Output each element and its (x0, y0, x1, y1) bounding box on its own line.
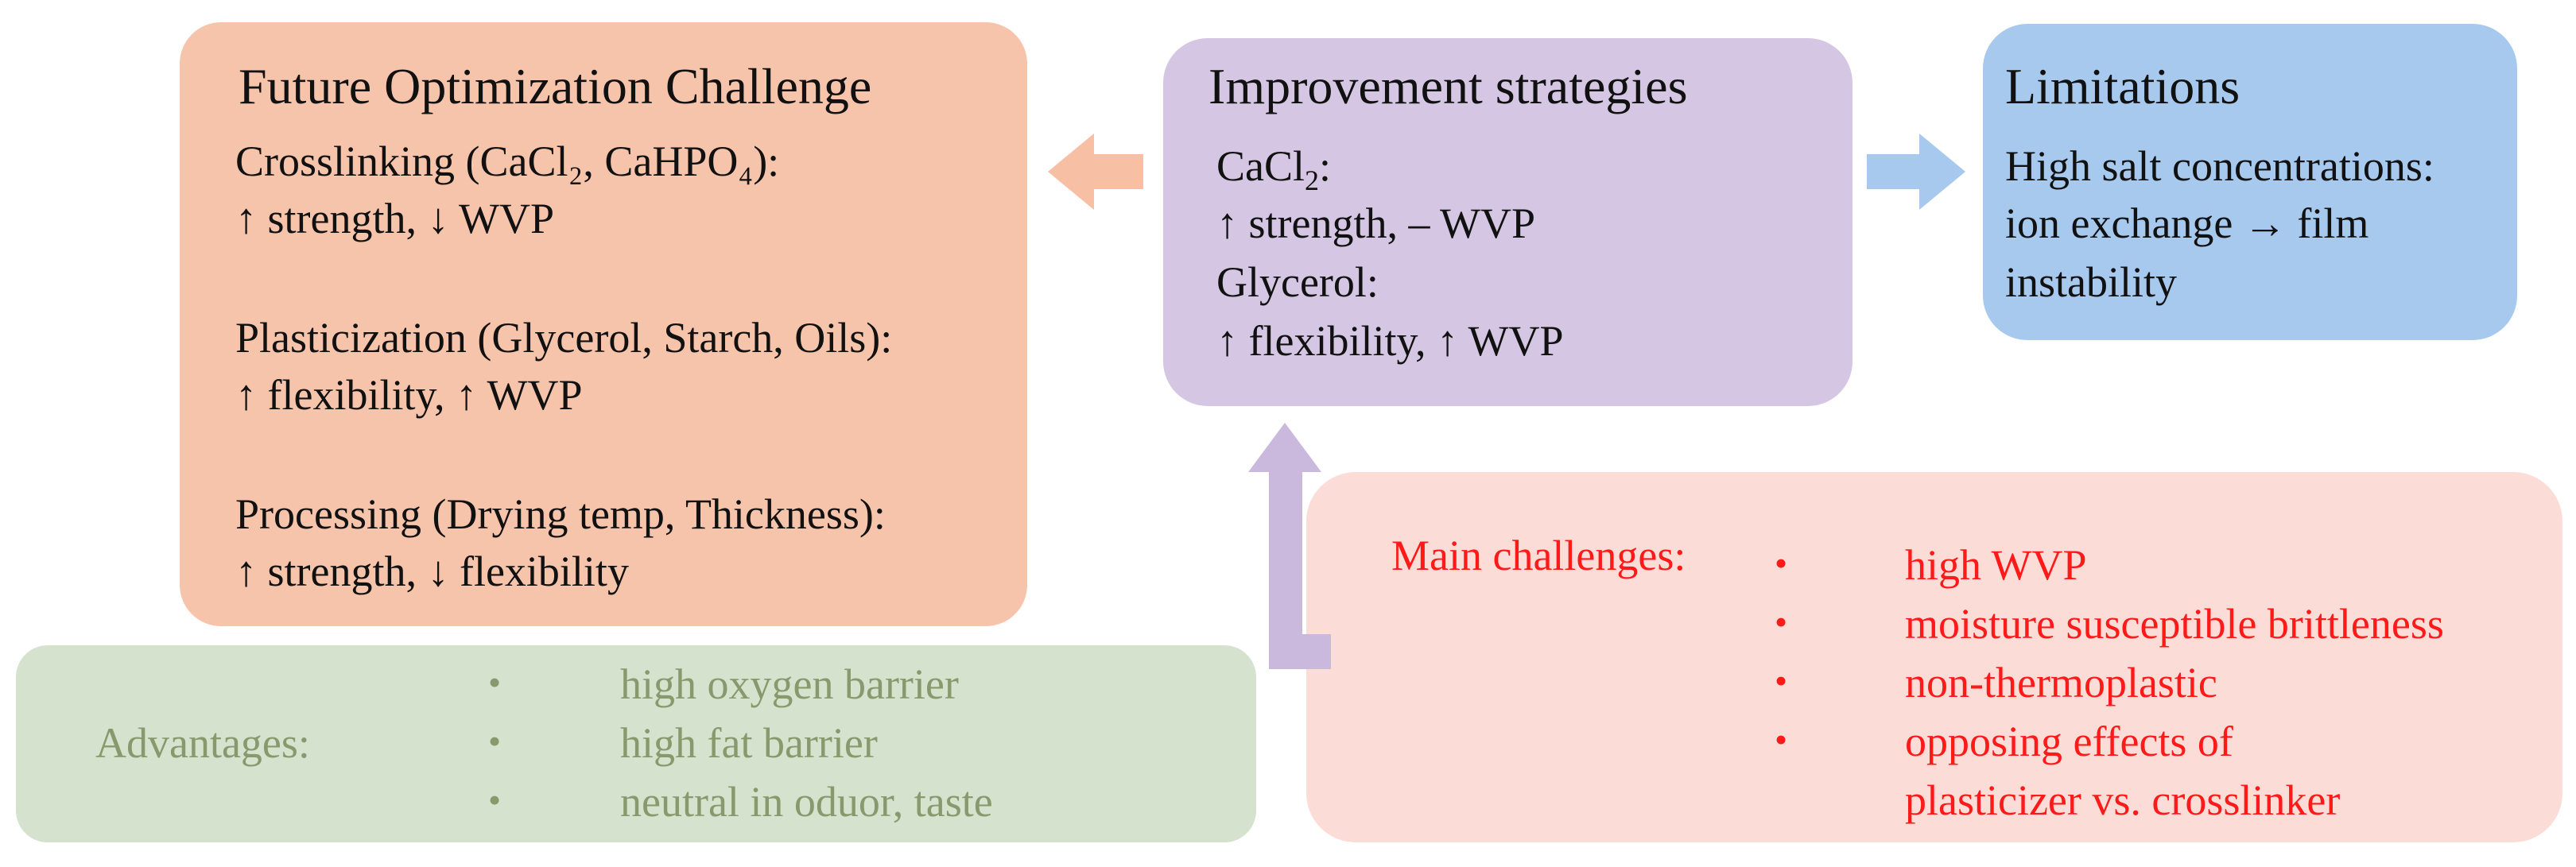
limitations-line-3: instability (2005, 258, 2177, 306)
advantages-label: Advantages: (95, 719, 310, 767)
main-challenges-label: Main challenges: (1391, 532, 1686, 579)
arrow-left-icon (1048, 134, 1143, 210)
challenges-item: plasticizer vs. crosslinker (1905, 776, 2341, 824)
challenges-item: opposing effects of (1905, 718, 2233, 765)
improvement-line-cacl2: CaCl2: (1216, 142, 1332, 196)
advantages-item: neutral in oduor, taste (620, 778, 993, 826)
limitations-line-2: ion exchange → film (2005, 199, 2369, 247)
challenges-bullet: • (1775, 719, 1788, 760)
improvement-line-glycerol: Glycerol: (1216, 258, 1379, 306)
challenges-item: high WVP (1905, 541, 2087, 589)
advantages-bullet: • (488, 721, 502, 761)
advantages-bullet: • (488, 780, 502, 820)
limitations-line-1: High salt concentrations: (2005, 142, 2434, 190)
future-line-processing-effect: ↑ strength, ↓ flexibility (235, 548, 629, 595)
improvement-line-cacl2-effect: ↑ strength, – WVP (1216, 199, 1535, 247)
arrow-up-icon (1248, 423, 1331, 669)
challenges-bullet: • (1775, 602, 1788, 642)
improvement-strategies-title: Improvement strategies (1208, 58, 1688, 114)
advantages-box (16, 645, 1256, 842)
future-line-processing: Processing (Drying temp, Thickness): (235, 490, 886, 538)
main-challenges-box (1306, 472, 2562, 842)
limitations-title: Limitations (2005, 58, 2240, 114)
challenges-bullet: • (1775, 543, 1788, 583)
challenges-item: non-thermoplastic (1905, 659, 2217, 706)
advantages-item: high oxygen barrier (620, 660, 959, 708)
advantages-bullet: • (488, 662, 502, 703)
challenges-item: moisture susceptible brittleness (1905, 600, 2444, 648)
future-line-plasticization-effect: ↑ flexibility, ↑ WVP (235, 371, 583, 419)
future-line-plasticization: Plasticization (Glycerol, Starch, Oils): (235, 314, 893, 362)
advantages-item: high fat barrier (620, 719, 878, 767)
limitations-box (1983, 24, 2517, 340)
challenges-bullet: • (1775, 660, 1788, 701)
future-line-crosslinking: Crosslinking (CaCl₂, CaHPO₄): (235, 137, 780, 185)
future-optimization-title: Future Optimization Challenge (239, 58, 872, 114)
future-optimization-box (180, 22, 1027, 626)
arrow-right-icon (1867, 134, 1965, 210)
improvement-line-glycerol-effect: ↑ flexibility, ↑ WVP (1216, 317, 1564, 365)
improvement-strategies-box (1163, 38, 1852, 406)
future-line-crosslinking-effect: ↑ strength, ↓ WVP (235, 195, 554, 242)
